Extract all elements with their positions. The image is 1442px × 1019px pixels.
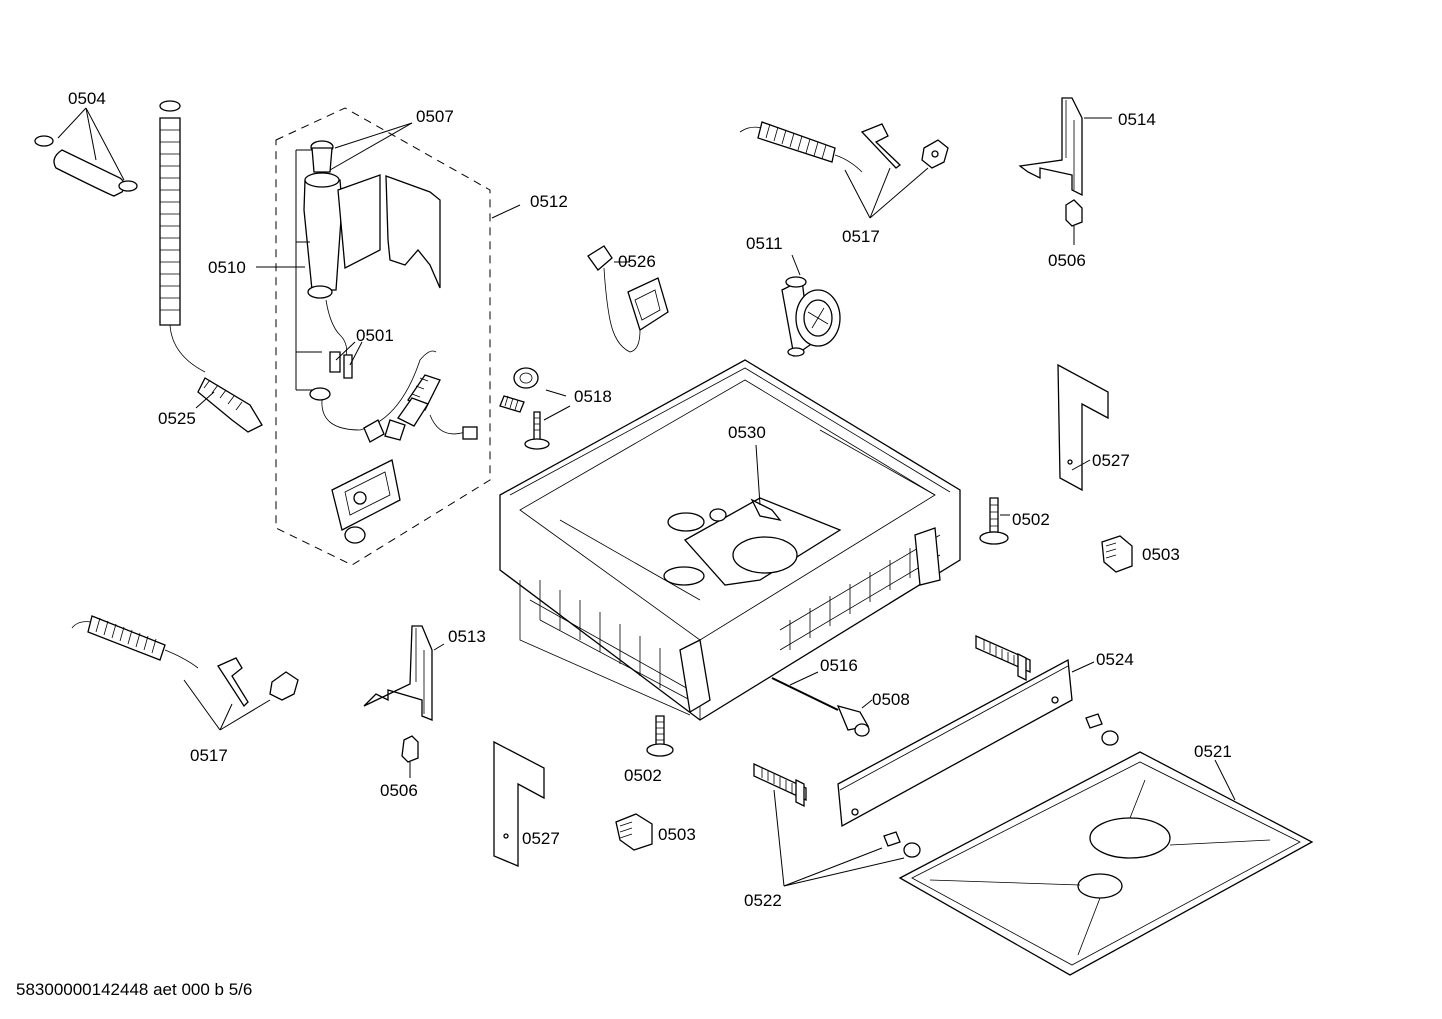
part-0502-adjustable-foot-lower <box>646 715 674 757</box>
part-0508-bushing <box>836 699 873 737</box>
module-outline-0512 <box>275 107 521 566</box>
label-0521: 0521 <box>1194 742 1232 761</box>
part-0522-connector-top <box>975 634 1031 682</box>
part-regeneration-hose <box>321 350 478 443</box>
part-screws-caps <box>883 713 1119 858</box>
part-0518-gear-screw <box>499 367 571 450</box>
label-0503-lower: 0503 <box>658 825 696 844</box>
leaders-0501 <box>335 341 363 366</box>
part-0513-hinge-bracket <box>363 625 445 778</box>
part-0517-door-spring-top <box>739 121 949 219</box>
label-0510: 0510 <box>208 258 246 277</box>
label-0526: 0526 <box>618 252 656 271</box>
label-0513: 0513 <box>448 627 486 646</box>
label-0502-lower: 0502 <box>624 766 662 785</box>
part-0516-axle-rod <box>771 671 839 711</box>
callout-labels: 0504 0507 0512 0510 0501 0525 0526 0511 … <box>68 89 1232 910</box>
part-0502-adjustable-foot-right <box>979 497 1010 545</box>
part-0503-clip-right <box>1101 535 1133 573</box>
leaders-0507 <box>329 122 413 171</box>
label-0517-top: 0517 <box>842 227 880 246</box>
part-0503-clip-lower <box>615 813 653 851</box>
part-sensor-bracket <box>331 459 401 544</box>
part-0522-connector-bottom <box>753 762 807 808</box>
part-0510-inlet-valve-assembly <box>256 140 441 401</box>
label-0524: 0524 <box>1096 650 1134 669</box>
label-0503-right: 0503 <box>1142 545 1180 564</box>
label-0506-bottom: 0506 <box>380 781 418 800</box>
part-0514-hinge-bracket <box>1018 97 1112 245</box>
label-0504: 0504 <box>68 89 106 108</box>
leaders-0522 <box>773 789 905 887</box>
document-id-footer: 58300000142448 aet 000 b 5/6 <box>16 980 253 999</box>
label-0522: 0522 <box>744 891 782 910</box>
label-0501: 0501 <box>356 326 394 345</box>
part-0517-door-spring-bottom <box>71 615 299 731</box>
label-0527-right: 0527 <box>1092 451 1130 470</box>
label-0516: 0516 <box>820 656 858 675</box>
label-0508: 0508 <box>872 690 910 709</box>
label-0512: 0512 <box>530 192 568 211</box>
part-0524-kick-panel <box>837 658 1095 828</box>
label-0517-bottom: 0517 <box>190 746 228 765</box>
label-0527-left: 0527 <box>522 829 560 848</box>
part-0527-l-bracket-left <box>493 740 545 867</box>
label-0506-top: 0506 <box>1048 251 1086 270</box>
label-0502-right: 0502 <box>1012 510 1050 529</box>
part-0511-drain-pump <box>781 254 841 358</box>
part-corrugated-drain-hose <box>159 100 263 433</box>
part-0530-base-tub <box>499 359 961 721</box>
part-0504-hose-clamps <box>34 107 138 197</box>
part-0527-l-bracket-right <box>1057 363 1109 492</box>
part-0526-cable-connector <box>587 245 669 353</box>
label-0507: 0507 <box>416 107 454 126</box>
label-0514: 0514 <box>1118 110 1156 129</box>
label-0518: 0518 <box>574 387 612 406</box>
label-0525: 0525 <box>158 409 196 428</box>
part-0521-base-plate <box>898 751 1314 976</box>
label-0530: 0530 <box>728 423 766 442</box>
label-0511: 0511 <box>746 234 783 253</box>
